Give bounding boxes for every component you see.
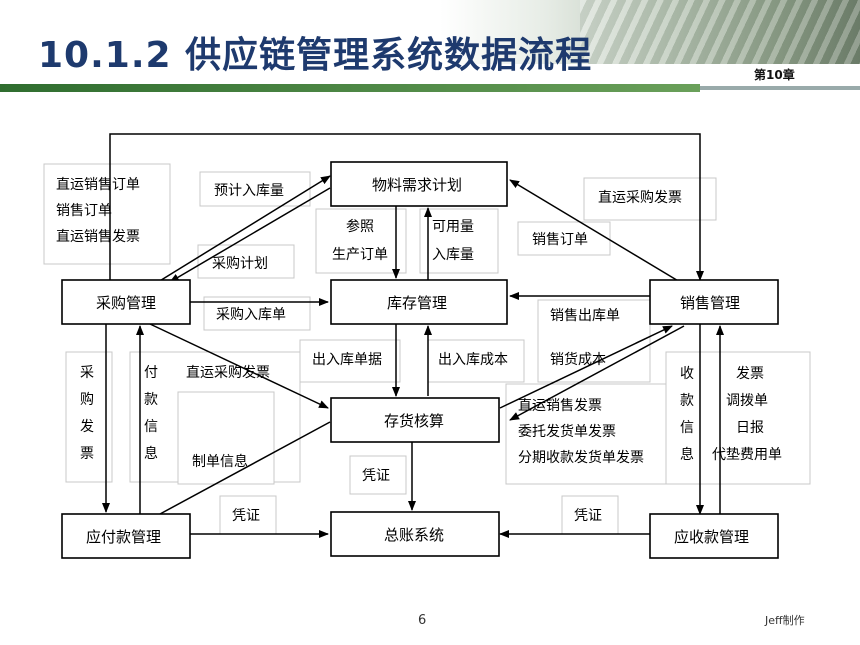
node-payable: 应付款管理 (61, 513, 191, 559)
label-right-docs-2: 调拨单 (726, 393, 768, 409)
label-purchase-invoice-v3: 发 (80, 419, 94, 435)
label-voucher-left: 凭证 (219, 495, 277, 535)
label-est-inbound-text: 预计入库量 (214, 183, 284, 199)
label-ref-prod-order-1: 参照 (346, 218, 374, 235)
label-receipt-info-v1: 收 (680, 366, 694, 382)
label-sales-order-text: 销售订单 (532, 232, 588, 248)
label-purchase-plan-text: 采购计划 (212, 256, 268, 272)
label-payment-info-v3: 信 (144, 419, 158, 435)
label-right-docs-4: 代垫费用单 (712, 447, 782, 463)
label-sales-invoices-2: 委托发货单发票 (518, 423, 616, 440)
label-voucher-mid-text: 凭证 (362, 468, 390, 484)
arrow-top-loop (109, 133, 704, 282)
label-voucher-right: 凭证 (561, 495, 619, 535)
label-right-docs-1: 发票 (736, 366, 764, 382)
author-credit: Jeff制作 (765, 614, 805, 627)
label-payment-info-v4: 息 (144, 445, 158, 462)
label-direct-purchase-invoice-top: 直运采购发票 (583, 177, 717, 221)
arrow-costing-to-sales (499, 325, 673, 409)
label-right-docs-3: 日报 (736, 420, 764, 436)
node-inventory-label: 库存管理 (387, 294, 447, 312)
label-receipt-info-v4: 息 (680, 446, 694, 463)
arrow-purchase-to-mrp (157, 175, 331, 283)
connectors (102, 133, 724, 538)
node-receivable: 应收款管理 (649, 513, 779, 559)
label-sales-invoices-3: 分期收款发货单发票 (518, 449, 644, 466)
label-inout-doc-data-text: 出入库单据 (312, 352, 382, 368)
label-purchase-plan: 采购计划 (197, 244, 295, 279)
label-direct-purchase-invoice-top-text: 直运采购发票 (598, 189, 682, 206)
label-sales-invoices-1: 直运销售发票 (518, 397, 602, 414)
label-receipt-docs: 收 款 信 息 发票 调拨单 日报 代垫费用单 (665, 351, 811, 485)
label-est-inbound: 预计入库量 (199, 171, 311, 207)
label-direct-purchase-invoice-mid: 直运采购发票 (186, 364, 270, 381)
label-purchase-inbound-text: 采购入库单 (216, 307, 286, 323)
node-mrp: 物料需求计划 (330, 161, 508, 207)
label-sales-docs: 直运销售订单 销售订单 直运销售发票 (43, 163, 171, 265)
node-ledger: 总账系统 (330, 511, 500, 557)
label-sales-docs-3: 直运销售发票 (56, 228, 140, 245)
line-payable-to-costing (159, 421, 331, 515)
label-receipt-info-v3: 信 (680, 420, 694, 436)
label-purchase-invoice-v2: 购 (80, 392, 94, 408)
label-avail-inbound-1: 可用量 (432, 219, 474, 235)
label-sales-outbound-text: 销售出库单 (550, 308, 620, 324)
label-inout-cost-text: 出入库成本 (438, 352, 508, 368)
label-sales-docs-2: 销售订单 (56, 203, 112, 219)
label-voucher-right-text: 凭证 (574, 508, 602, 524)
arrow-sales-to-mrp (509, 179, 681, 283)
label-avail-inbound-2: 入库量 (432, 247, 474, 263)
page-number: 6 (418, 613, 427, 628)
node-sales-label: 销售管理 (680, 294, 740, 312)
label-payment-info-v1: 付 (144, 365, 158, 381)
label-payment-info-v2: 款 (144, 392, 158, 408)
label-inout-doc-data: 出入库单据 (299, 339, 401, 383)
label-inout-cost: 出入库成本 (427, 339, 525, 383)
node-ledger-label: 总账系统 (384, 526, 444, 544)
node-sales: 销售管理 (649, 279, 779, 325)
node-purchase: 采购管理 (61, 279, 191, 325)
label-voucher-mid: 凭证 (349, 455, 407, 495)
label-voucher-left-text: 凭证 (232, 508, 260, 524)
node-receivable-label: 应收款管理 (674, 528, 749, 546)
node-purchase-label: 采购管理 (96, 294, 156, 312)
label-purchase-invoice-vertical: 采 购 发 票 (65, 351, 113, 483)
label-avail-inbound: 可用量 入库量 (419, 208, 499, 274)
label-receipt-info-v2: 款 (680, 393, 694, 409)
arrow-purchase-to-costing (149, 323, 329, 409)
label-voucher-info-text: 制单信息 (192, 453, 248, 470)
node-costing-label: 存货核算 (384, 412, 444, 430)
label-sales-docs-1: 直运销售订单 (56, 176, 140, 193)
header-photo (440, 0, 860, 64)
node-inventory: 库存管理 (330, 279, 508, 325)
label-purchase-invoice-v4: 票 (80, 446, 94, 462)
label-sales-order: 销售订单 (517, 221, 611, 256)
label-voucher-info: 制单信息 (177, 391, 275, 485)
label-sales-cost-text: 销货成本 (550, 351, 606, 368)
label-ref-prod-order: 参照 生产订单 (315, 208, 407, 274)
arrow-sales-to-costing (509, 325, 685, 421)
node-mrp-label: 物料需求计划 (372, 176, 462, 194)
label-sales-invoices: 直运销售发票 委托发货单发票 分期收款发货单发票 (505, 383, 667, 485)
label-ref-prod-order-2: 生产订单 (332, 247, 388, 263)
header-divider (0, 84, 700, 92)
arrow-mrp-to-purchase (169, 187, 331, 283)
header-divider-right (700, 86, 860, 90)
node-costing: 存货核算 (330, 397, 500, 443)
node-payable-label: 应付款管理 (86, 528, 161, 546)
chapter-label: 第10章 (754, 68, 795, 82)
page-title: 10.1.2 供应链管理系统数据流程 (38, 35, 593, 76)
label-purchase-invoice-v1: 采 (80, 365, 94, 381)
label-sales-costs: 销售出库单 销货成本 (537, 299, 651, 383)
